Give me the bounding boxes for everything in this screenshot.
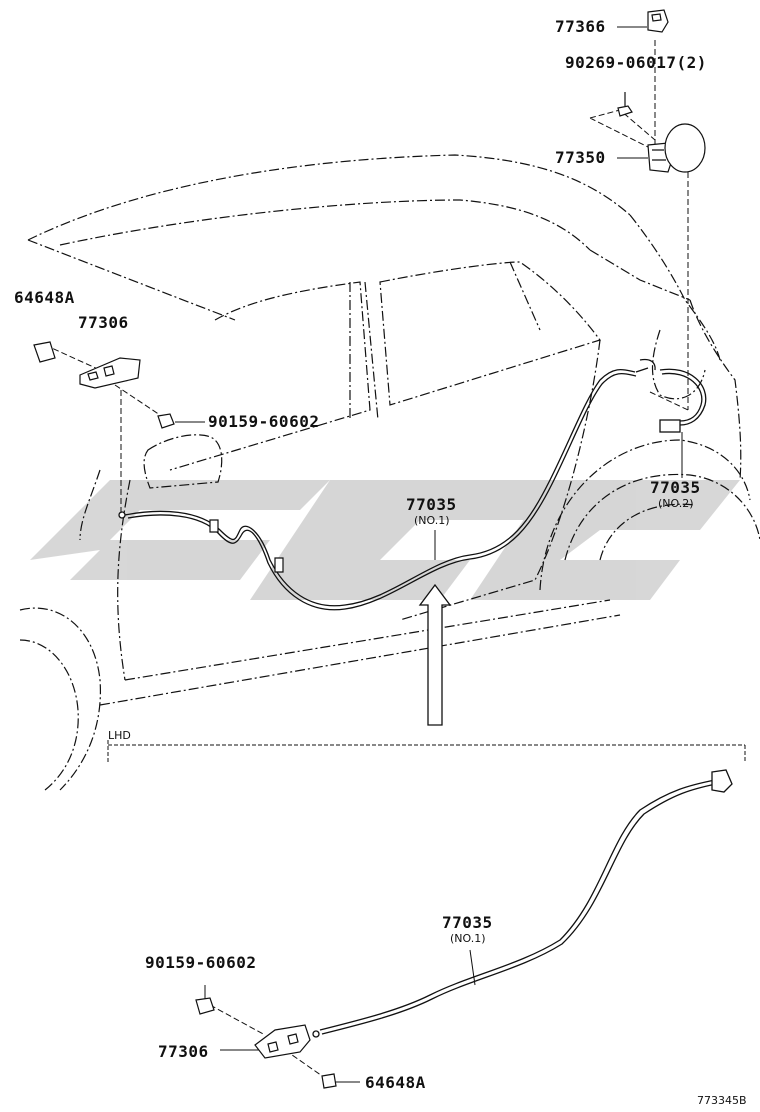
- parts-top: [33, 9, 706, 573]
- label-90159-60602-top: 90159-60602: [208, 412, 320, 431]
- parts-bottom: [195, 997, 337, 1089]
- label-64648a-top: 64648A: [14, 288, 75, 307]
- label-77035-no1-bottom: 77035: [442, 913, 493, 932]
- label-77366: 77366: [555, 17, 606, 36]
- label-90159-60602-bottom: 90159-60602: [145, 953, 257, 972]
- label-77035-no2: 77035: [650, 478, 701, 497]
- figure-reference: 773345B: [697, 1094, 747, 1107]
- label-77306-top: 77306: [78, 313, 129, 332]
- cable-77035-no2: [635, 358, 707, 433]
- label-77035-no1-top-sub: (NO.1): [414, 514, 450, 527]
- label-77350: 77350: [555, 148, 606, 167]
- cable-77035-no1-bottom: [312, 769, 733, 1038]
- cable-77035-no1-top: [118, 368, 637, 611]
- label-lhd: LHD: [108, 729, 131, 742]
- label-77035-no2-sub: (NO.2): [658, 497, 694, 510]
- label-64648a-bottom: 64648A: [365, 1073, 426, 1092]
- label-77306-bottom: 77306: [158, 1042, 209, 1061]
- label-77035-no1-bottom-sub: (NO.1): [450, 932, 486, 945]
- label-90269-06017: 90269-06017(2): [565, 53, 707, 72]
- watermark-logo: [30, 480, 740, 600]
- leader-lines: [44, 26, 746, 1083]
- car-body-outline: [19, 154, 760, 791]
- label-77035-no1-top: 77035: [406, 495, 457, 514]
- arrow-up: [418, 583, 452, 726]
